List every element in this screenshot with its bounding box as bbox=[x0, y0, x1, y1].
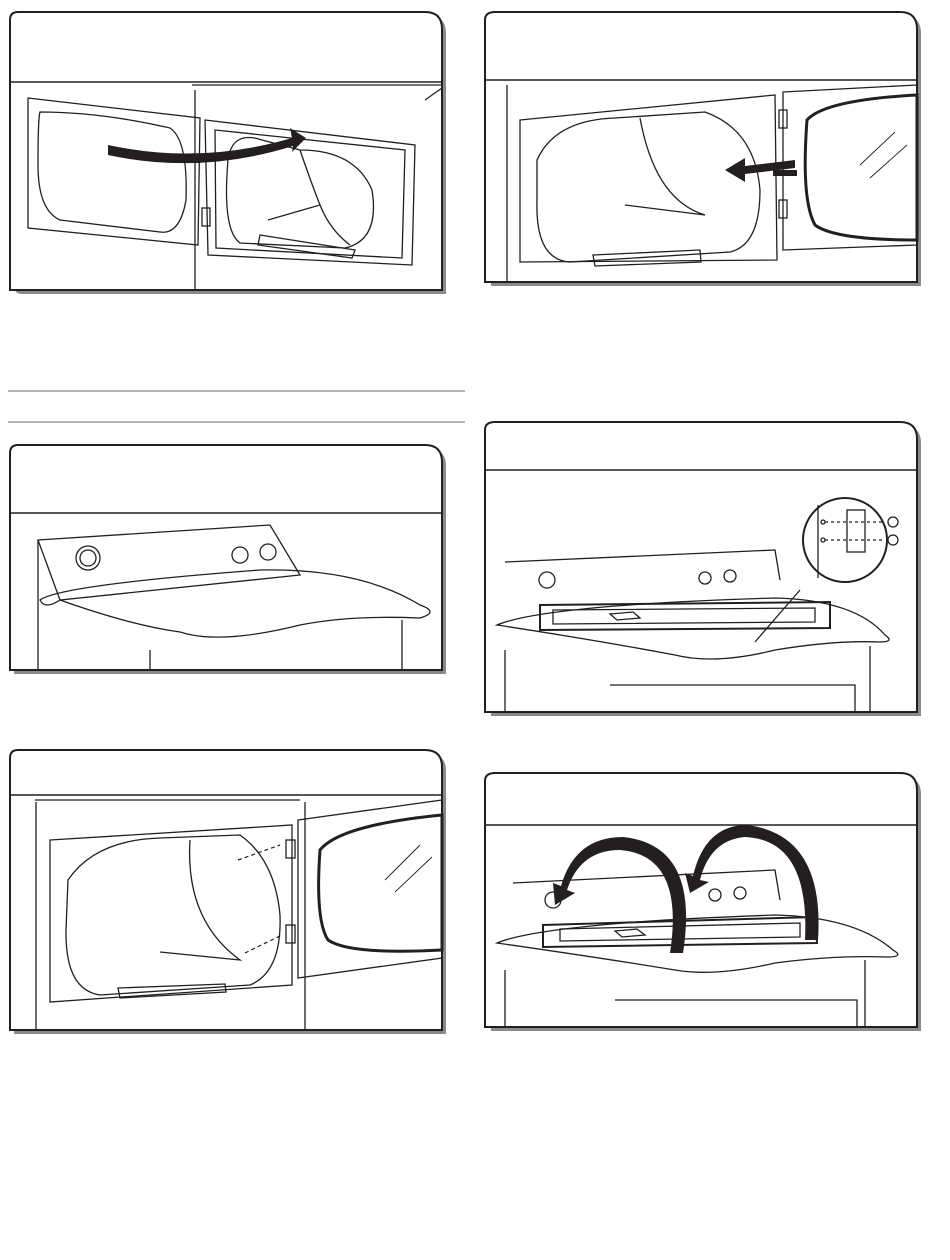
step-panel-flip-door bbox=[475, 765, 935, 1035]
illustration-remove-door bbox=[475, 0, 935, 300]
step-panel-open-door bbox=[0, 0, 460, 305]
illustration-cover-top bbox=[0, 440, 460, 685]
step-panel-reattach-door bbox=[0, 740, 460, 1040]
section-divider-top bbox=[8, 390, 465, 392]
illustration-door-on-cloth bbox=[475, 410, 935, 720]
step-panel-cover-top bbox=[0, 440, 460, 685]
illustration-flip-door bbox=[475, 765, 935, 1035]
step-panel-door-on-cloth bbox=[475, 410, 935, 720]
illustration-open-door bbox=[0, 0, 460, 305]
step-panel-remove-door bbox=[475, 0, 935, 300]
illustration-reattach-door bbox=[0, 740, 460, 1040]
section-divider-bottom bbox=[8, 421, 465, 423]
